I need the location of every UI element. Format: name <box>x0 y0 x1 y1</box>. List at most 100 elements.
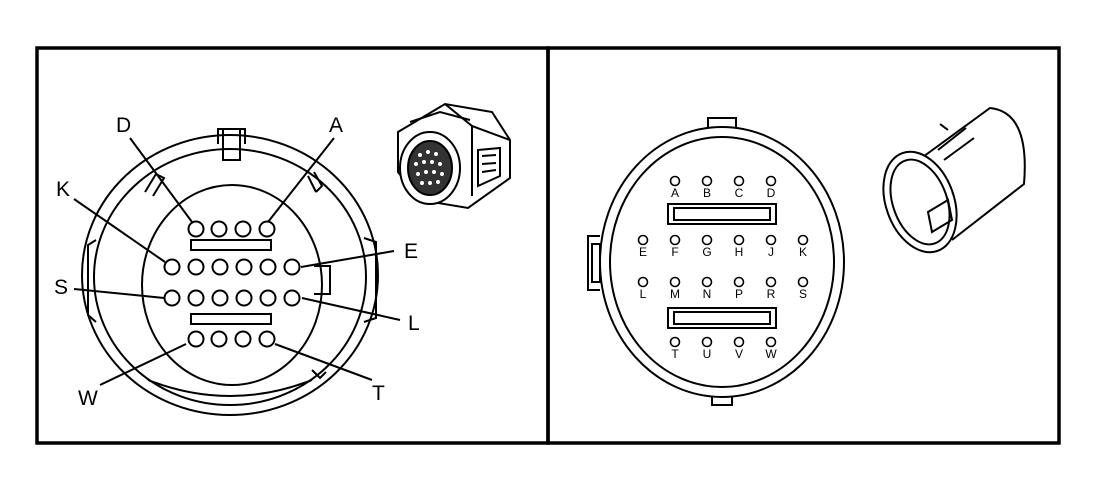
connector-inner-ring <box>93 148 367 406</box>
left-pin-r2-c1 <box>187 289 205 307</box>
leader-t <box>274 343 373 381</box>
leader-d <box>129 137 193 223</box>
right-pin-label-p: P <box>735 287 743 301</box>
right-pin-label-w: W <box>765 347 777 361</box>
right-connector-face <box>587 117 845 406</box>
left-pin-r1-c5 <box>283 258 301 276</box>
callout-label-d: D <box>116 114 131 137</box>
right-pin-f <box>669 234 681 246</box>
connector-wing-right <box>363 237 377 323</box>
right-pin-u <box>701 336 713 348</box>
callout-leaders <box>73 137 401 386</box>
leader-s <box>73 288 165 299</box>
right-pin-label-e: E <box>639 245 647 259</box>
right-pin-h <box>733 234 745 246</box>
right-pin-label-d: D <box>767 186 776 200</box>
left-pin-r1-c0 <box>163 258 181 276</box>
leader-k <box>73 198 166 263</box>
right-side-latch <box>587 235 601 291</box>
right-pin-d <box>765 175 777 187</box>
right-pin-t <box>669 336 681 348</box>
left-pin-r1-c2 <box>211 258 229 276</box>
right-pin-j <box>765 234 777 246</box>
right-pin-label-r: R <box>767 287 776 301</box>
right-key-bar-bottom-inner <box>673 311 771 325</box>
left-pin-r2-c2 <box>211 289 229 307</box>
connector-bottom-arc <box>147 379 313 397</box>
left-pin-r3-c2 <box>234 330 252 348</box>
right-pin-label-a: A <box>671 186 679 200</box>
right-pin-a <box>669 175 681 187</box>
right-pin-v <box>733 336 745 348</box>
left-pin-r0-c3 <box>258 220 276 238</box>
connector-side-tab <box>314 265 331 295</box>
callout-label-a: A <box>329 114 343 137</box>
right-pin-e <box>637 234 649 246</box>
right-pin-label-c: C <box>735 186 744 200</box>
connector-latch-right <box>307 171 324 193</box>
connector-outer-ring <box>81 134 379 416</box>
callout-label-e: E <box>404 240 418 263</box>
left-connector-face <box>81 128 379 416</box>
right-pin-label-b: B <box>703 186 711 200</box>
connector-latch-left <box>144 173 166 197</box>
right-pin-p <box>733 276 745 288</box>
right-pin-r <box>765 276 777 288</box>
connector-thumbnail <box>397 102 511 210</box>
left-key-bar-top <box>190 239 272 251</box>
right-pin-label-k: K <box>799 245 807 259</box>
left-pin-r0-c2 <box>234 220 252 238</box>
right-pin-n <box>701 276 713 288</box>
callout-label-l: L <box>408 312 420 335</box>
right-bottom-tab <box>711 397 733 406</box>
right-key-bar-top-inner <box>673 207 771 221</box>
right-pin-b <box>701 175 713 187</box>
leader-e <box>300 250 395 268</box>
leader-a <box>267 137 335 223</box>
left-pin-r1-c4 <box>259 258 277 276</box>
leader-w <box>99 343 187 386</box>
connector-pin-field <box>141 184 323 386</box>
right-outer-ring <box>599 126 845 398</box>
right-pin-s <box>797 276 809 288</box>
left-pin-array <box>163 220 301 348</box>
left-pin-r2-c0 <box>163 289 181 307</box>
callout-label-k: K <box>56 178 70 201</box>
left-key-bar-bottom <box>190 313 272 325</box>
connector-wing-left <box>87 239 97 323</box>
right-pin-label-j: J <box>768 245 774 259</box>
right-key-bar-top <box>667 203 777 225</box>
left-pin-r0-c0 <box>187 220 205 238</box>
callout-label-s: S <box>54 276 68 299</box>
callout-label-w: W <box>78 387 98 410</box>
right-pin-w <box>765 336 777 348</box>
callout-label-t: T <box>372 382 385 405</box>
right-pin-m <box>669 276 681 288</box>
left-pin-r3-c1 <box>210 330 228 348</box>
connector-latch-bottom <box>311 369 327 380</box>
right-pin-k <box>797 234 809 246</box>
right-pin-label-s: S <box>799 287 807 301</box>
right-pin-label-v: V <box>735 347 743 361</box>
connector-top-key <box>217 128 246 161</box>
right-key-bar-bottom <box>667 307 777 329</box>
left-pin-r1-c3 <box>235 258 253 276</box>
right-pin-label-m: M <box>670 287 680 301</box>
right-pin-g <box>701 234 713 246</box>
left-pin-r2-c3 <box>235 289 253 307</box>
left-pin-r0-c1 <box>210 220 228 238</box>
right-inner-ring <box>609 136 835 388</box>
left-pin-r1-c1 <box>187 258 205 276</box>
right-top-tab <box>707 117 737 127</box>
right-pin-label-f: F <box>671 245 678 259</box>
left-pin-r3-c3 <box>258 330 276 348</box>
left-panel-frame <box>35 46 550 445</box>
connector-sleeve <box>882 106 1026 254</box>
leader-l <box>301 297 401 321</box>
right-pin-label-t: T <box>671 347 679 361</box>
right-pin-label-h: H <box>735 245 744 259</box>
left-pin-r2-c4 <box>259 289 277 307</box>
right-pin-label-l: L <box>640 287 647 301</box>
